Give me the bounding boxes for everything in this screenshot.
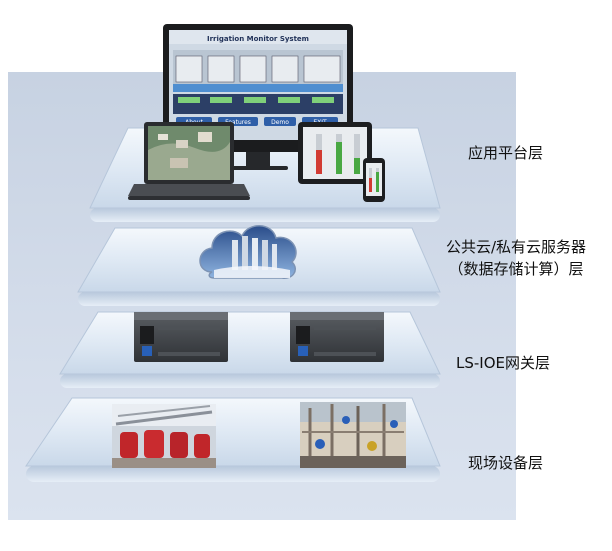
tablet xyxy=(298,122,372,184)
monitor-screen-title: Irrigation Monitor System xyxy=(207,35,309,43)
gateway-device-left xyxy=(134,312,228,362)
gateway-device-right xyxy=(290,312,384,362)
field-photo-pumps xyxy=(112,404,216,468)
laptop xyxy=(128,122,250,200)
layer-label-application: 应用平台层 xyxy=(468,144,544,162)
field-photo-valves xyxy=(300,402,406,468)
monitor-button-features: Features xyxy=(225,119,251,126)
desktop-monitor: Irrigation Monitor System About Features… xyxy=(163,24,353,170)
layer-label-gateway: LS-IOE网关层 xyxy=(456,354,550,372)
layer-label-cloud-line2: （数据存储计算）层 xyxy=(448,260,584,278)
layer-label-field: 现场设备层 xyxy=(468,454,544,472)
layer-label-cloud-line1: 公共云/私有云服务器 xyxy=(445,238,587,256)
smartphone xyxy=(363,158,385,202)
cloud-icon xyxy=(199,225,297,279)
monitor-button-demo: Demo xyxy=(271,119,289,126)
layer-label-cloud: 公共云/私有云服务器 （数据存储计算）层 xyxy=(436,236,596,280)
